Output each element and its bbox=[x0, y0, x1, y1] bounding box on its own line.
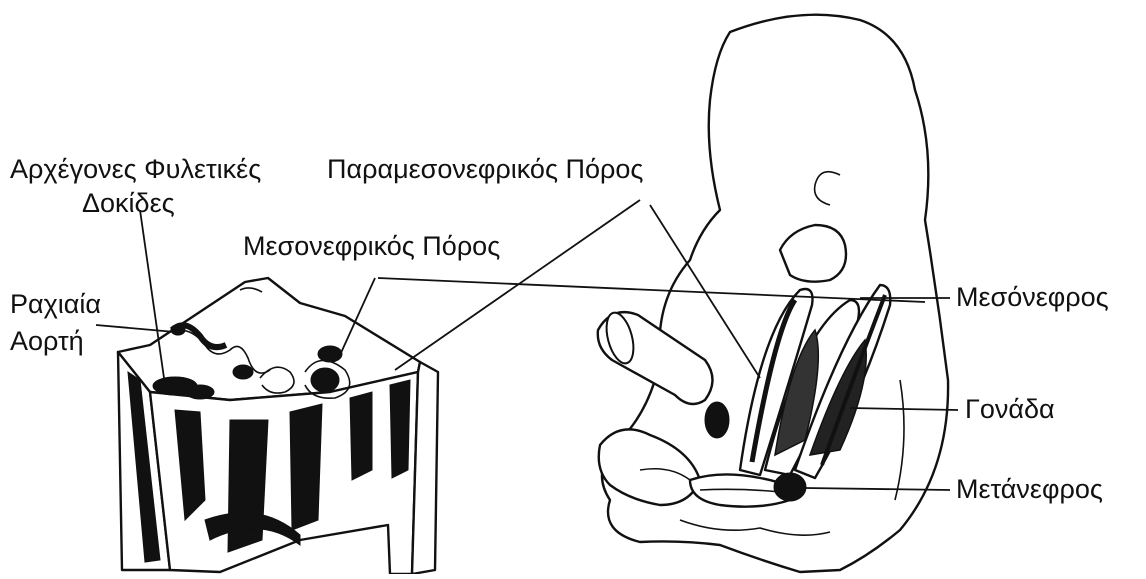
label-dorsal-aorta-line1: Ραχιαία bbox=[10, 289, 101, 319]
label-gonad: Γονάδα bbox=[965, 394, 1055, 424]
label-mesonephros: Μεσόνεφρος bbox=[956, 282, 1109, 312]
label-mesonephric-duct: Μεσονεφρικός Πόρος bbox=[243, 231, 500, 261]
label-dorsal-aorta-line2: Αορτή bbox=[10, 326, 84, 356]
label-paramesonephric-duct: Παραμεσονεφρικός Πόρος bbox=[327, 154, 643, 184]
label-primordial-germ-cells-line1: Αρχέγονες Φυλετικές bbox=[10, 154, 261, 184]
label-metanephros: Μετάνεφρος bbox=[956, 474, 1103, 504]
label-primordial-germ-cells-line2: Δοκίδες bbox=[82, 188, 175, 218]
cross-section-block bbox=[118, 278, 438, 574]
